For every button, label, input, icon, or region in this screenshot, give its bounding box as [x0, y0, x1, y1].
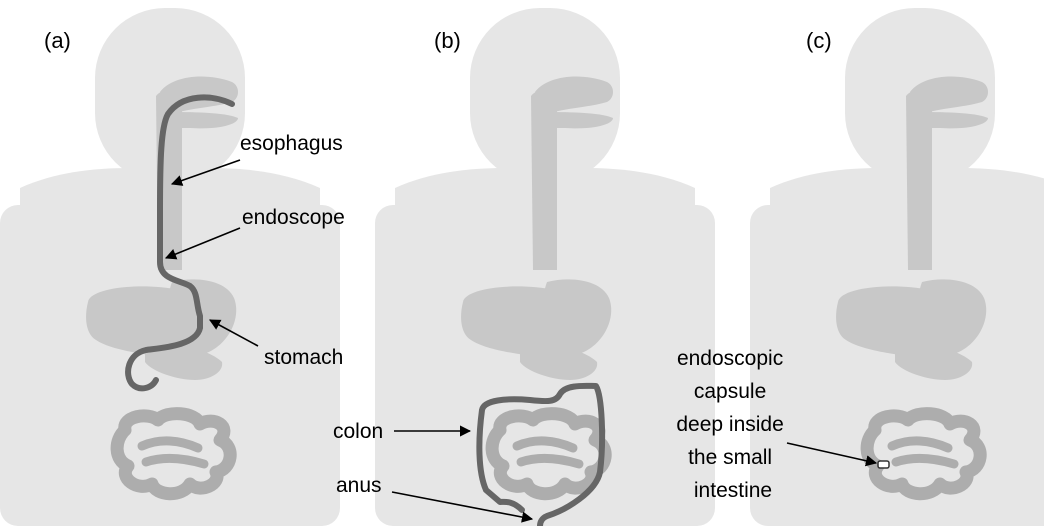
panel-label-c: (c): [806, 28, 832, 53]
label-anus: anus: [336, 474, 382, 497]
label-endoscope: endoscope: [242, 206, 345, 229]
label-stomach: stomach: [264, 346, 343, 369]
panel-label-b: (b): [434, 28, 461, 53]
capsule-marker: [878, 461, 889, 468]
label-capsule-line-3: deep inside: [676, 413, 783, 436]
label-capsule-line-1: endoscopic: [677, 347, 783, 370]
panel-a: (a): [0, 8, 340, 526]
body-figure-c: [750, 8, 1044, 526]
label-colon: colon: [333, 420, 383, 443]
label-capsule-line-4: the small: [688, 446, 772, 469]
panel-c: (c): [750, 8, 1044, 526]
label-capsule-line-5: intestine: [694, 479, 772, 502]
panel-b: (b): [375, 8, 715, 526]
body-figure-b: [375, 8, 715, 526]
label-capsule-line-2: capsule: [694, 380, 766, 403]
label-esophagus: esophagus: [240, 132, 343, 155]
body-figure-a: [0, 8, 340, 526]
panel-label-a: (a): [44, 28, 71, 53]
